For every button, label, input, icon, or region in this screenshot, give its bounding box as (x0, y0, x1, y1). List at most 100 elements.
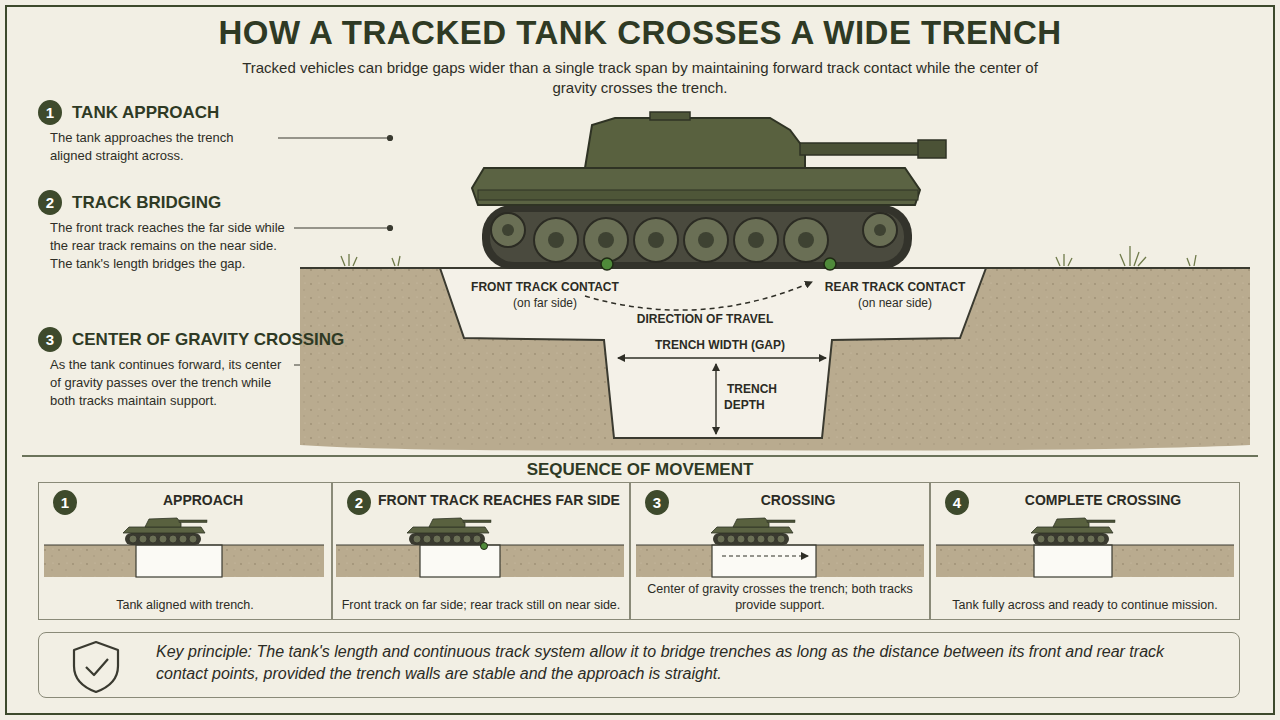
ground (300, 246, 1250, 450)
tank (684, 218, 728, 262)
tank (491, 213, 525, 247)
dimension-label: TRENCH WIDTH (GAP) (630, 338, 810, 352)
travel-label: DIRECTION OF TRAVEL (634, 312, 776, 326)
leader-line (294, 227, 388, 228)
tank (548, 232, 564, 248)
contact-dot (601, 258, 613, 270)
tank (874, 224, 886, 236)
tank (534, 218, 578, 262)
mini-scene (1031, 518, 1115, 545)
panel-caption: Front track on far side; rear track stil… (341, 597, 621, 613)
contact-label: (on near side) (820, 296, 970, 310)
tank (698, 232, 714, 248)
dimension-label: TRENCH WIDTH (GAP) (652, 338, 788, 352)
tank (748, 232, 764, 248)
grass (1187, 255, 1196, 266)
panel-heading: COMPLETE CROSSING (975, 492, 1231, 508)
step-heading: TANK APPROACH (72, 103, 332, 123)
depth-dimension (715, 364, 716, 434)
step-text: The tank approaches the trench aligned s… (50, 129, 276, 165)
sequence-panel: APPROACHTank aligned with trench.1 (38, 482, 332, 620)
tank (490, 212, 904, 262)
caption: Tracked vehicles can bridge gaps wider t… (240, 58, 1040, 99)
number-circle: 4 (945, 490, 969, 515)
page-frame (6, 6, 1274, 714)
leader-line (388, 136, 393, 141)
dimension-label: TRENCH DEPTH (724, 382, 777, 412)
tank (650, 112, 690, 120)
tank (784, 218, 828, 262)
shield-icon (74, 642, 118, 692)
panel-caption: Tank fully across and ready to continue … (939, 597, 1231, 613)
dimension-label: TRENCH DEPTH (724, 382, 794, 413)
leader-line (278, 137, 388, 138)
tank (918, 140, 946, 158)
panel-heading: FRONT TRACK REACHES FAR SIDE (377, 492, 621, 508)
trench (440, 268, 986, 438)
panel-heading: CROSSING (675, 492, 921, 508)
tank (648, 232, 664, 248)
number-circle: 3 (645, 490, 669, 515)
panel-caption: Tank aligned with trench. (47, 597, 323, 613)
section-heading: SEQUENCE OF MOVEMENT (440, 460, 840, 480)
callout-number: 2 (46, 194, 54, 211)
callout-number: 4 (953, 494, 961, 511)
mini-scene (420, 545, 500, 577)
callout-number: 2 (355, 494, 363, 511)
sequence-panel: FRONT TRACK REACHES FAR SIDE Front track … (332, 482, 630, 620)
tank (734, 218, 778, 262)
tank (502, 224, 514, 236)
tank (800, 143, 920, 155)
contact-label: FRONT TRACK CONTACT (465, 280, 625, 294)
callout-number: 1 (61, 494, 69, 511)
sequence-panel: COMPLETE CROSSING Tank fully across and r… (930, 482, 1240, 620)
mini-scene (712, 545, 816, 577)
number-circle: 3 (38, 327, 62, 352)
principle-text: Key principle: The tank's length and con… (39, 633, 1239, 694)
mini-scene (407, 518, 491, 545)
contact-label: FRONT TRACK CONTACT (468, 280, 622, 294)
number-circle: 1 (38, 100, 62, 125)
width-dimension (618, 357, 826, 358)
tank (584, 218, 628, 262)
contact-label: (on far side) (465, 296, 625, 310)
tank (472, 168, 920, 205)
contact-label: (on far side) (510, 296, 580, 310)
tank (502, 224, 886, 248)
mini-scene (1034, 545, 1112, 577)
panel-caption: Center of gravity crosses the trench; bo… (639, 581, 921, 614)
contact-label: (on near side) (855, 296, 935, 310)
tank (863, 213, 897, 247)
mini-scene (481, 543, 488, 550)
number-circle: 1 (53, 490, 77, 515)
mini-scene (136, 545, 222, 577)
title: HOW A TRACKED TANK CROSSES A WIDE TRENCH (0, 14, 1280, 52)
tank (482, 205, 912, 269)
tank (798, 232, 814, 248)
callout-number: 3 (653, 494, 661, 511)
tank (634, 218, 678, 262)
grass (1120, 246, 1146, 266)
mini-scene (44, 518, 1234, 577)
callout-number: 1 (46, 104, 54, 121)
mini-scene (711, 518, 795, 545)
mini-scene (722, 555, 808, 556)
callout-number: 3 (46, 331, 54, 348)
grass (1056, 254, 1072, 266)
contact-label: REAR TRACK CONTACT (820, 280, 970, 294)
step-text: As the tank continues forward, its cente… (50, 356, 286, 411)
travel-label: DIRECTION OF TRAVEL (620, 312, 790, 326)
section-heading: SEQUENCE OF MOVEMENT (524, 460, 757, 479)
mini-scene (936, 545, 1234, 577)
ground (300, 268, 1250, 450)
ground (986, 267, 1250, 269)
tank (478, 190, 918, 200)
tank (491, 213, 897, 262)
step-heading: TRACK BRIDGING (72, 193, 332, 213)
number-circle: 2 (38, 190, 62, 215)
step-text: The front track reaches the far side whi… (50, 219, 286, 274)
contact-dot (824, 258, 836, 270)
mini-scene (636, 545, 924, 577)
sequence-panel: CROSSING Center of gravity crosses the tr… (630, 482, 930, 620)
shield-icon (74, 642, 118, 692)
